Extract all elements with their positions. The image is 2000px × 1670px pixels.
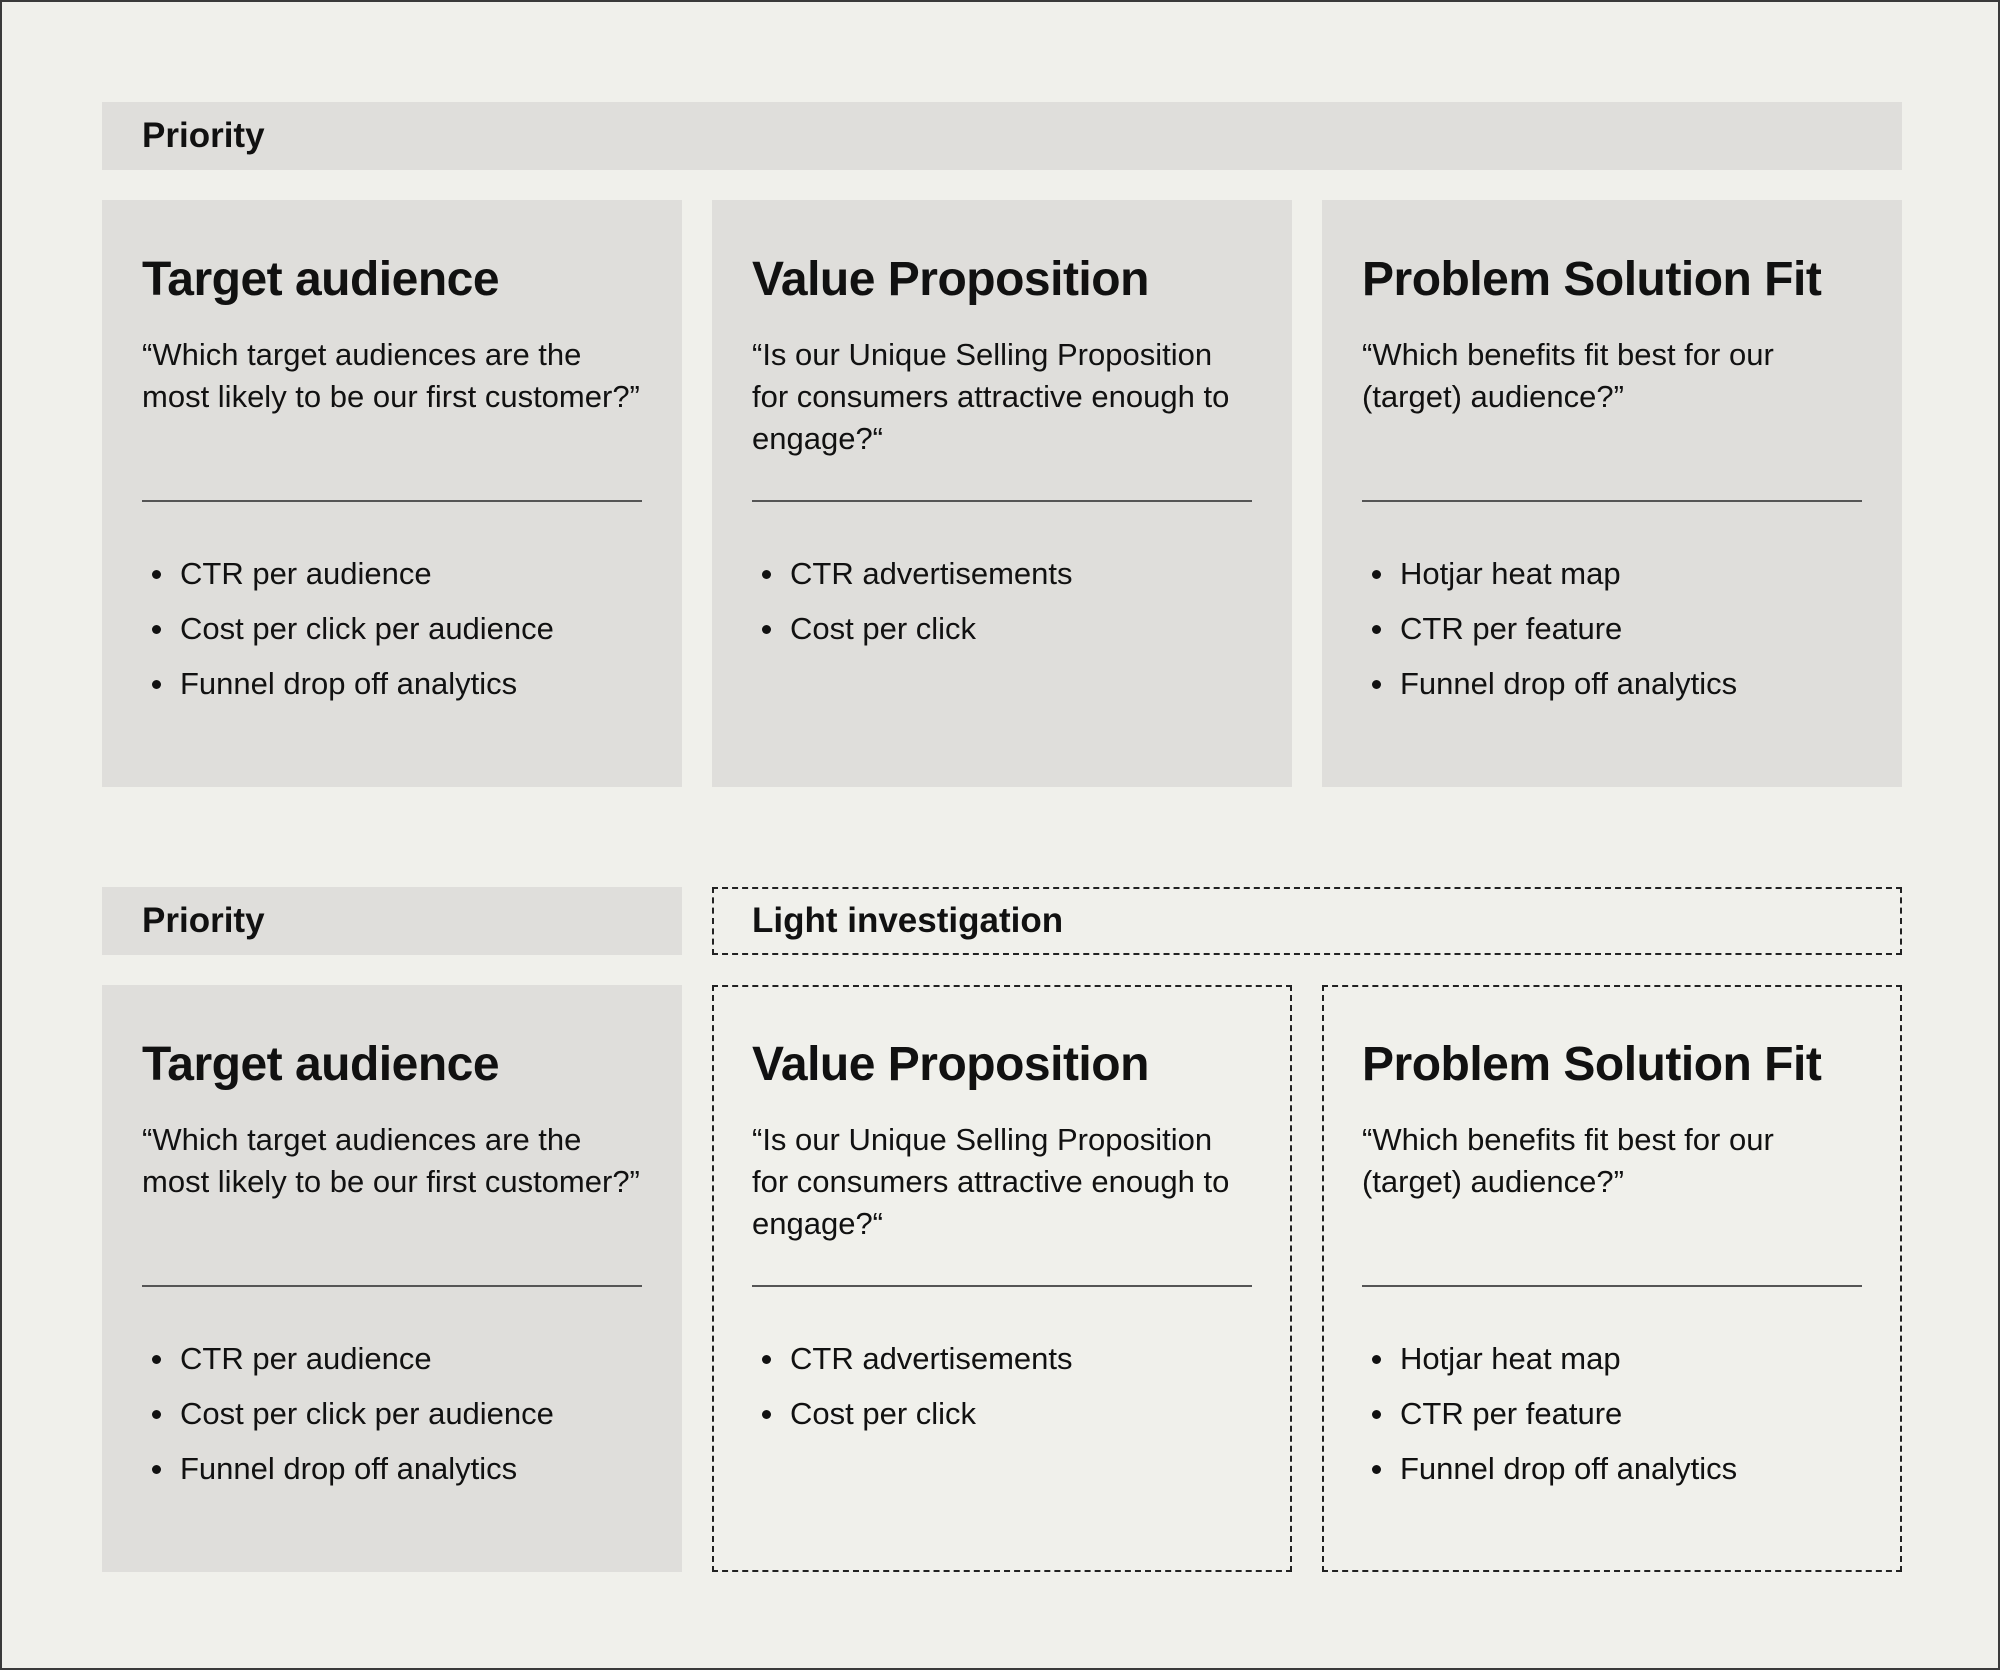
list-item: CTR per audience <box>142 546 642 601</box>
value-proposition-card: Value Proposition “Is our Unique Selling… <box>712 200 1292 787</box>
list-item: CTR per feature <box>1362 601 1862 656</box>
value-proposition-card: Value Proposition “Is our Unique Selling… <box>712 985 1292 1572</box>
section-header-row: Priority Light investigation <box>102 887 1902 955</box>
priority-light-investigation-section: Priority Light investigation Target audi… <box>102 887 1902 1572</box>
card-title: Value Proposition <box>752 1038 1149 1091</box>
list-item: CTR advertisements <box>752 546 1252 601</box>
card-title: Target audience <box>142 1038 500 1091</box>
list-item: Cost per click per audience <box>142 1386 642 1441</box>
card-divider <box>142 500 642 502</box>
metrics-list: CTR per audience Cost per click per audi… <box>142 1331 642 1496</box>
priority-header: Priority <box>102 887 682 955</box>
card-question: “Is our Unique Selling Proposition for c… <box>752 337 1230 456</box>
card-title: Target audience <box>142 253 500 306</box>
target-audience-card: Target audience “Which target audiences … <box>102 200 682 787</box>
problem-solution-fit-card: Problem Solution Fit “Which benefits fit… <box>1322 200 1902 787</box>
problem-solution-fit-card: Problem Solution Fit “Which benefits fit… <box>1322 985 1902 1572</box>
card-question: “Which target audiences are the most lik… <box>142 337 640 414</box>
cards-row: Target audience “Which target audiences … <box>102 985 1902 1572</box>
card-divider <box>142 1285 642 1287</box>
card-divider <box>1362 500 1862 502</box>
card-question: “Is our Unique Selling Proposition for c… <box>752 1122 1230 1241</box>
list-item: Funnel drop off analytics <box>1362 1441 1862 1496</box>
card-title: Value Proposition <box>752 253 1149 306</box>
list-item: Funnel drop off analytics <box>142 1441 642 1496</box>
metrics-list: Hotjar heat map CTR per feature Funnel d… <box>1362 1331 1862 1496</box>
card-question: “Which benefits fit best for our (target… <box>1362 337 1774 414</box>
card-divider <box>1362 1285 1862 1287</box>
priority-header: Priority <box>102 102 1902 170</box>
list-item: Cost per click per audience <box>142 601 642 656</box>
card-title: Problem Solution Fit <box>1362 253 1822 306</box>
list-item: CTR per feature <box>1362 1386 1862 1441</box>
list-item: Cost per click <box>752 1386 1252 1441</box>
card-question: “Which target audiences are the most lik… <box>142 1122 640 1199</box>
card-question: “Which benefits fit best for our (target… <box>1362 1122 1774 1199</box>
target-audience-card: Target audience “Which target audiences … <box>102 985 682 1572</box>
card-title: Problem Solution Fit <box>1362 1038 1822 1091</box>
list-item: Hotjar heat map <box>1362 546 1862 601</box>
list-item: Cost per click <box>752 601 1252 656</box>
section-header-row: Priority <box>102 102 1902 170</box>
cards-row: Target audience “Which target audiences … <box>102 200 1902 787</box>
priority-section: Priority Target audience “Which target a… <box>102 102 1902 787</box>
list-item: CTR advertisements <box>752 1331 1252 1386</box>
card-divider <box>752 1285 1252 1287</box>
list-item: Hotjar heat map <box>1362 1331 1862 1386</box>
list-item: Funnel drop off analytics <box>1362 656 1862 711</box>
list-item: CTR per audience <box>142 1331 642 1386</box>
card-divider <box>752 500 1252 502</box>
list-item: Funnel drop off analytics <box>142 656 642 711</box>
metrics-list: CTR per audience Cost per click per audi… <box>142 546 642 711</box>
metrics-list: CTR advertisements Cost per click <box>752 1331 1252 1441</box>
light-investigation-header: Light investigation <box>712 887 1902 955</box>
metrics-list: Hotjar heat map CTR per feature Funnel d… <box>1362 546 1862 711</box>
metrics-list: CTR advertisements Cost per click <box>752 546 1252 656</box>
